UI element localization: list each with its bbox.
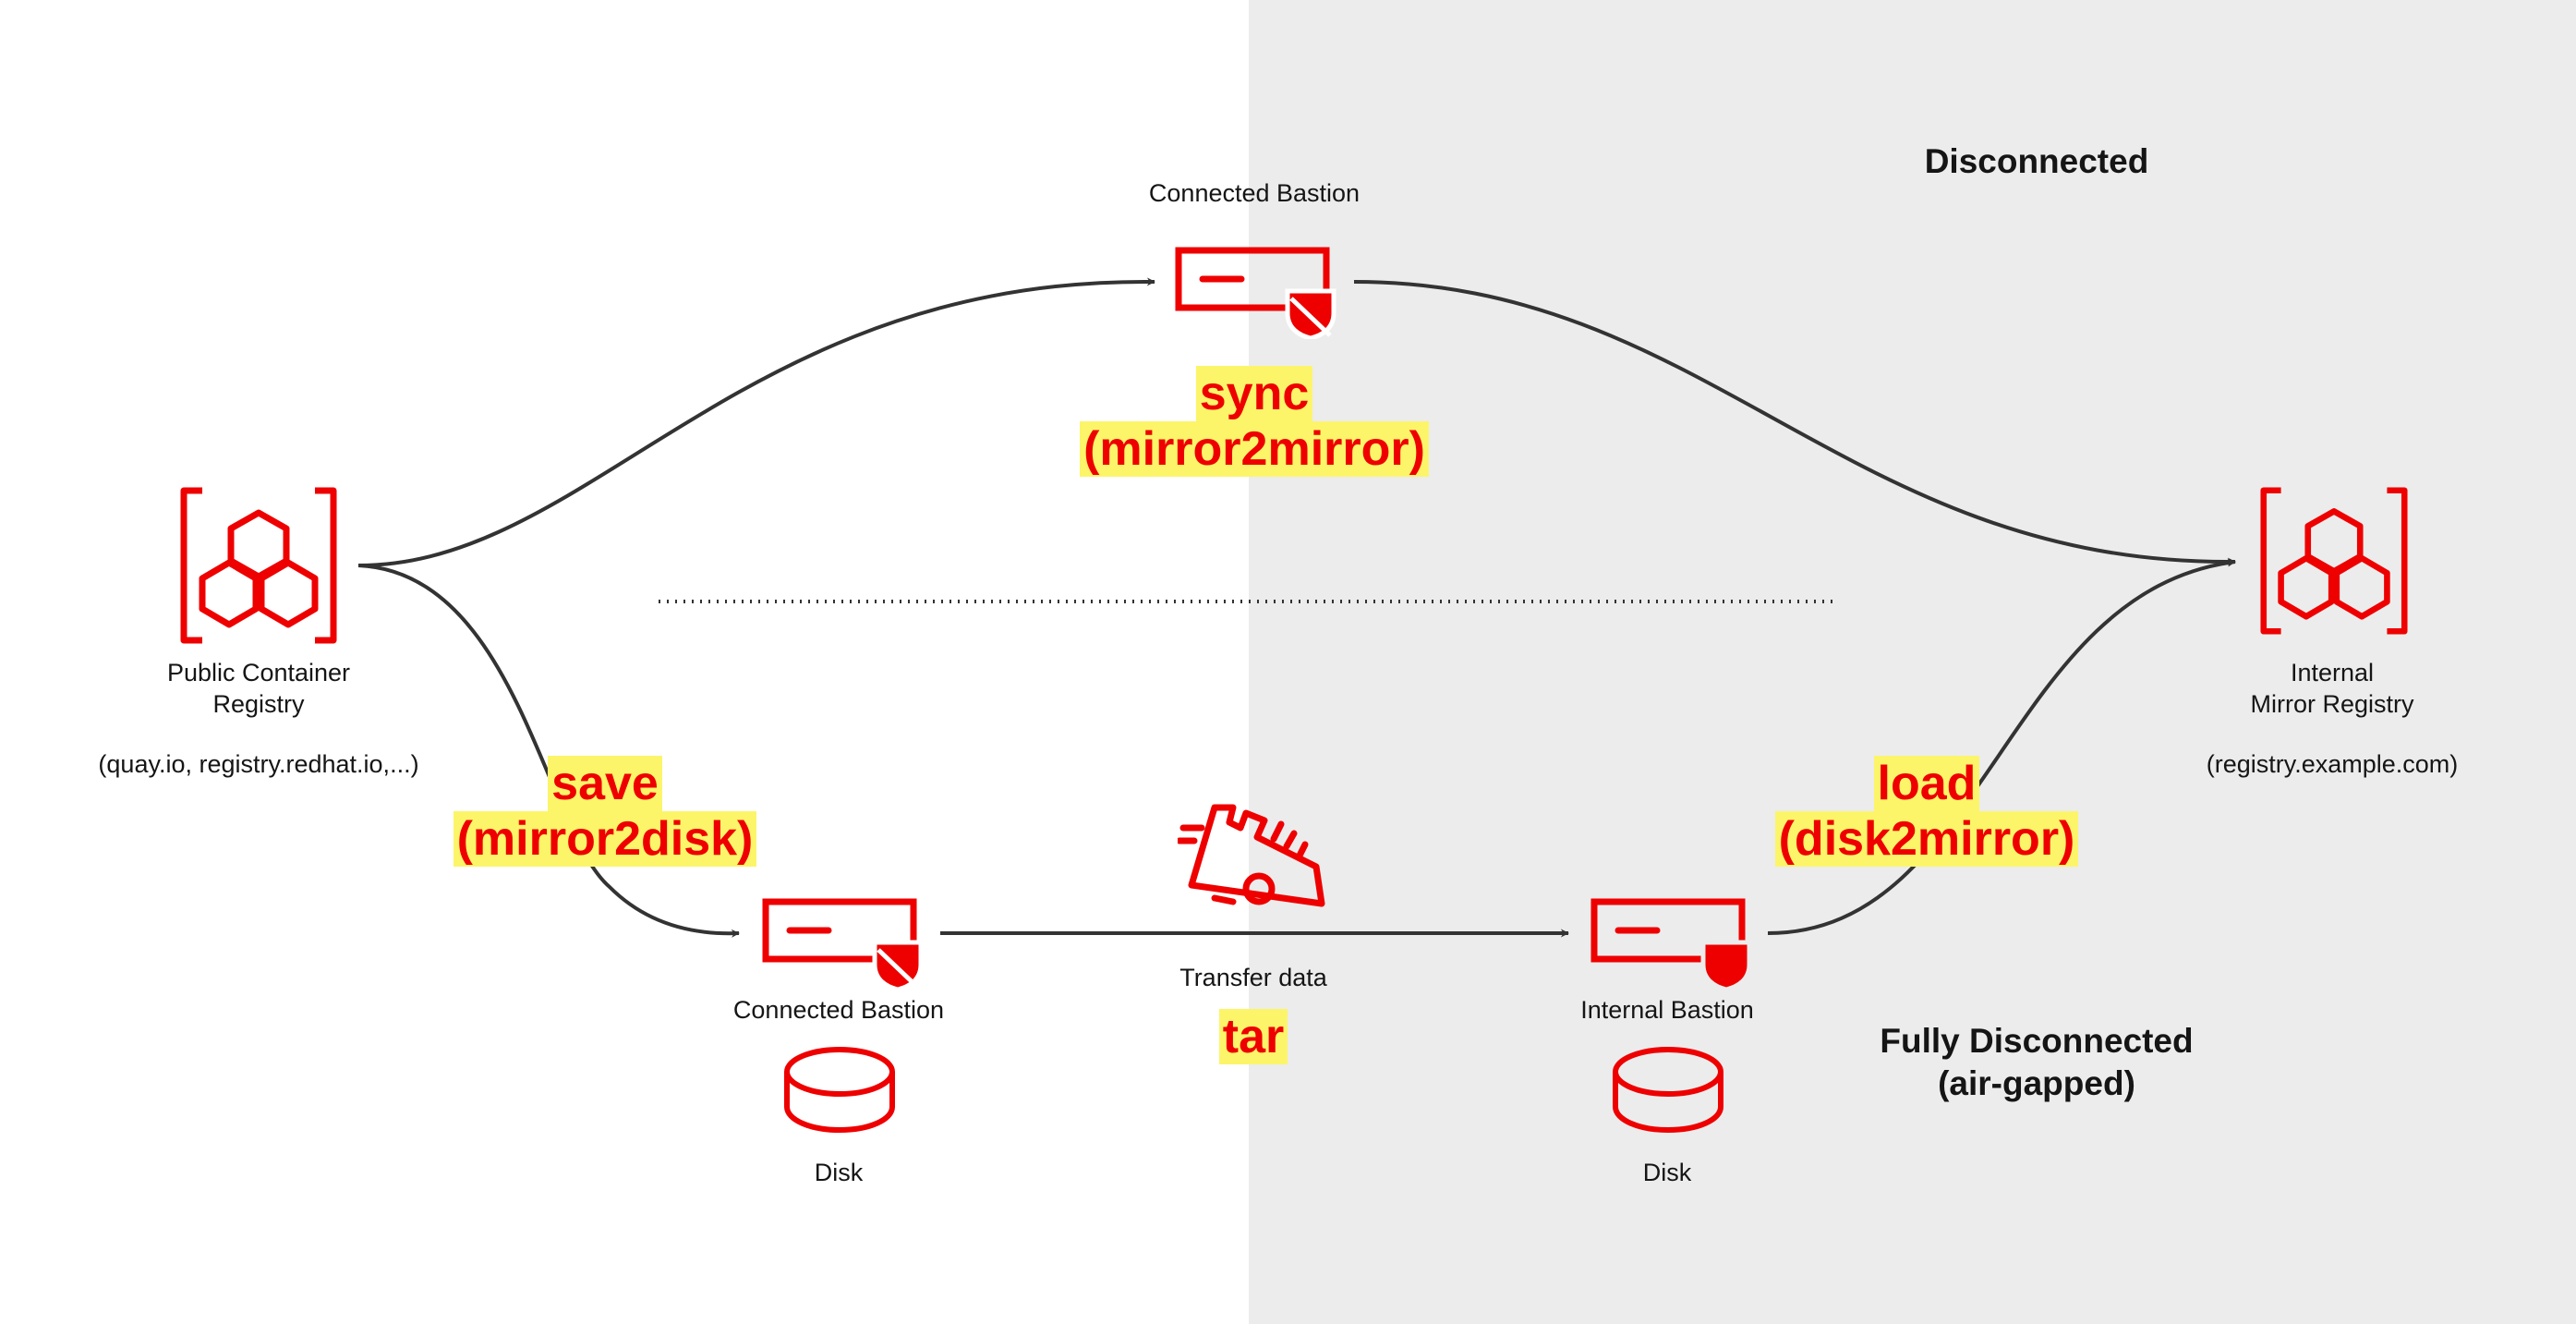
sync-command-name: sync bbox=[1195, 366, 1313, 421]
internal-bastion-label: Internal Bastion bbox=[1580, 996, 1754, 1024]
transfer-data-label: Transfer data bbox=[1179, 964, 1327, 991]
public-registry-sublabel: (quay.io, registry.redhat.io,...) bbox=[98, 750, 419, 778]
internal-registry-sublabel: (registry.example.com) bbox=[2206, 750, 2459, 778]
removable-drive-transfer-icon bbox=[1178, 804, 1325, 907]
arrow-bastion-to-internal-registry bbox=[1353, 280, 2236, 566]
internal-registry-label: Internal Mirror Registry bbox=[2250, 659, 2414, 718]
arrow-load-to-registry bbox=[1767, 558, 2236, 935]
server-shield-icon bbox=[1175, 247, 1336, 339]
server-shield-icon bbox=[762, 898, 924, 990]
zone-title-disconnected: Disconnected bbox=[1924, 142, 2149, 180]
sync-command-mode: (mirror2mirror) bbox=[1080, 421, 1429, 477]
public-registry-label: Public Container Registry bbox=[166, 659, 351, 718]
disconnected-zone bbox=[1249, 0, 2576, 1324]
registry-hexagons-icon bbox=[2260, 487, 2408, 635]
load-command-mode: (disk2mirror) bbox=[1774, 811, 2079, 867]
disk-right-label: Disk bbox=[1642, 1159, 1692, 1186]
tar-command-label: tar bbox=[1161, 1009, 1346, 1064]
load-command-label: load (disk2mirror) bbox=[1650, 756, 2204, 867]
registry-hexagons-icon bbox=[180, 487, 337, 644]
zone-title-fully-disconnected: Fully Disconnected (air-gapped) bbox=[1880, 1022, 2194, 1102]
save-command-label: save (mirror2disk) bbox=[328, 756, 882, 867]
server-shield-icon bbox=[1590, 898, 1752, 990]
disk-icon bbox=[1613, 1047, 1723, 1134]
connected-bastion-top-label: Connected Bastion bbox=[1148, 179, 1361, 207]
disk-left-label: Disk bbox=[814, 1159, 864, 1186]
tar-command-name: tar bbox=[1218, 1009, 1288, 1064]
load-command-name: load bbox=[1873, 756, 1980, 811]
sync-command-label: sync (mirror2mirror) bbox=[977, 366, 1531, 477]
disk-icon bbox=[784, 1047, 895, 1134]
save-command-name: save bbox=[548, 756, 662, 811]
arrow-sync-to-bastion bbox=[357, 277, 1155, 567]
save-command-mode: (mirror2disk) bbox=[453, 811, 757, 867]
connected-bastion-bottom-label: Connected Bastion bbox=[732, 996, 945, 1024]
